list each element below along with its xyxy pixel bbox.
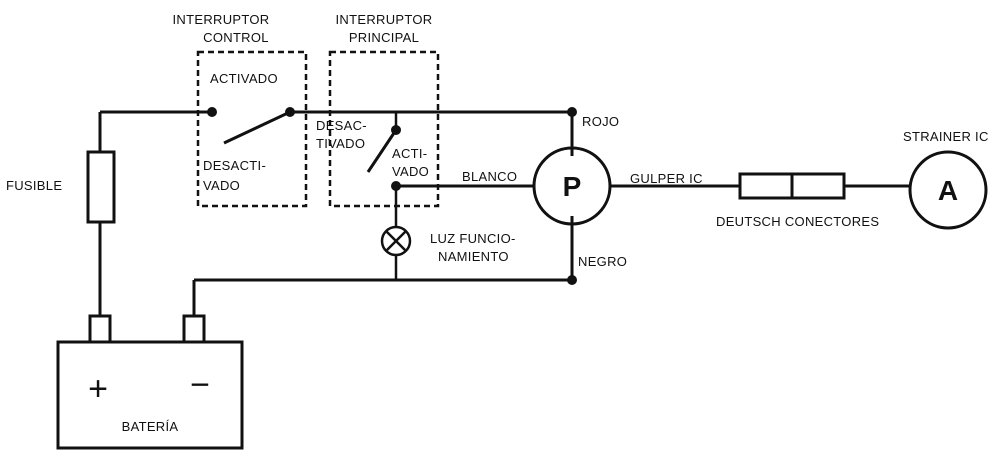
strainer-letter: A — [938, 175, 958, 206]
control-title-line1: INTERRUPTOR — [173, 12, 270, 27]
dot-black — [567, 275, 577, 285]
fuse-symbol — [86, 150, 116, 224]
battery-minus: − — [190, 366, 210, 404]
gulper-label: GULPER IC — [630, 171, 703, 186]
lamp-label-line1: LUZ FUNCIO- — [430, 231, 516, 246]
control-off-label-line1: DESACTI- — [203, 158, 266, 173]
red-wire-label: ROJO — [582, 114, 619, 129]
main-off-label-line1: DESAC- — [316, 118, 367, 133]
strainer-label: STRAINER IC — [903, 129, 989, 144]
battery-symbol — [56, 314, 244, 450]
control-switch-arm — [223, 110, 291, 145]
dot-control-on — [207, 107, 217, 117]
dot-red — [567, 107, 577, 117]
pump-letter: P — [563, 171, 582, 202]
battery-plus: + — [88, 370, 108, 408]
lamp-label-line2: NAMIENTO — [438, 249, 509, 264]
black-wire-label: NEGRO — [578, 254, 627, 269]
fuse-label: FUSIBLE — [6, 178, 62, 193]
pump-symbol — [532, 146, 612, 226]
main-on-label-line1: ACTI- — [392, 146, 427, 161]
deutsch-connector-left — [738, 172, 794, 200]
control-on-label: ACTIVADO — [210, 71, 278, 86]
main-switch-arm — [366, 129, 398, 173]
main-title-line2: PRINCIPAL — [349, 30, 419, 45]
main-title-line1: INTERRUPTOR — [336, 12, 433, 27]
battery-label: BATERÍA — [122, 419, 179, 434]
lamp-symbol — [380, 225, 412, 257]
white-wire-label: BLANCO — [462, 169, 517, 184]
dot-white — [391, 181, 401, 191]
control-off-label-line2: VADO — [203, 178, 240, 193]
main-off-label-line2: TIVADO — [316, 136, 365, 151]
deutsch-connector-right — [790, 172, 846, 200]
control-title-line2: CONTROL — [203, 30, 269, 45]
connectors-label: DEUTSCH CONECTORES — [716, 214, 879, 229]
main-on-label-line2: VADO — [392, 164, 429, 179]
strainer-symbol — [908, 150, 988, 230]
main-switch-box — [328, 50, 440, 208]
wires — [98, 110, 910, 316]
control-switch-box — [196, 50, 308, 208]
